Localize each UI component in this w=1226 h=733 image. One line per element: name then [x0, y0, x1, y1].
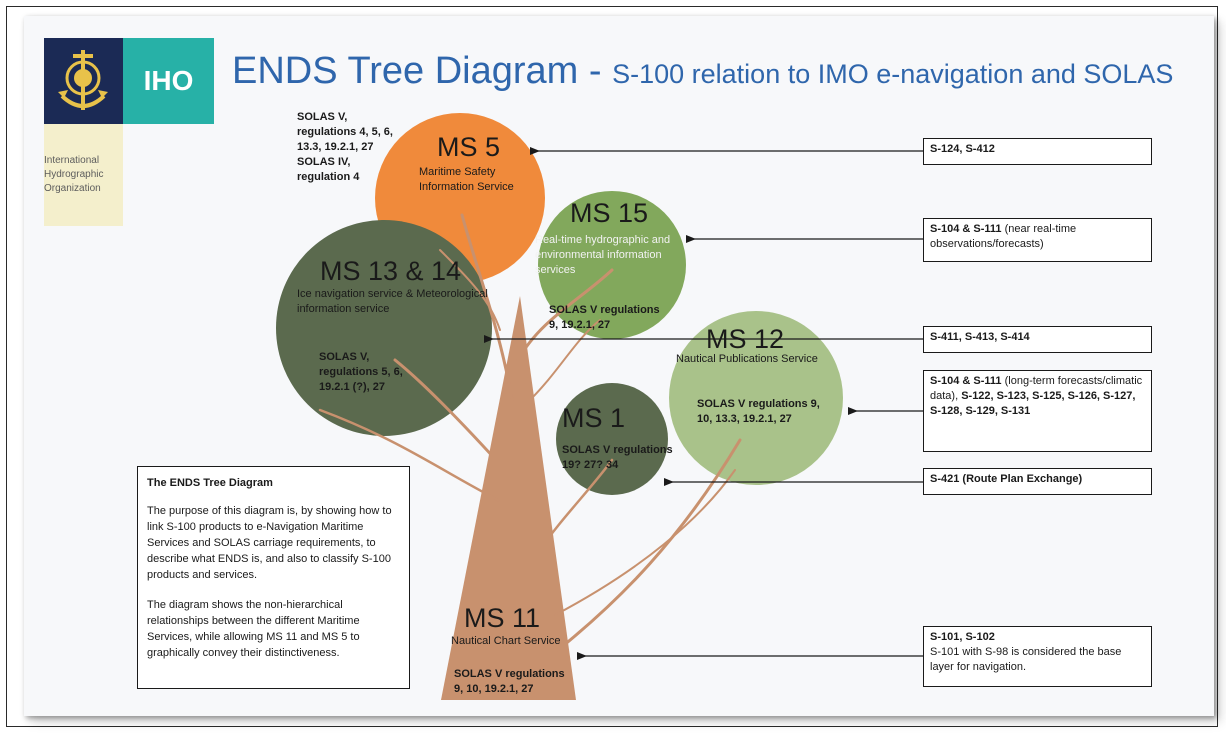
ms12-name: MS 12: [706, 324, 785, 354]
product-codes: S-411, S-413, S-414: [930, 331, 1030, 343]
product-codes-extra: S-122, S-123, S-125, S-126, S-127, S-128…: [930, 390, 1136, 417]
info-paragraph-1: The purpose of this diagram is, by showi…: [147, 505, 392, 581]
iho-logo-text: IHO: [123, 38, 214, 124]
info-heading: The ENDS Tree Diagram: [147, 477, 273, 489]
ms13-14-solas: SOLAS V, regulations 5, 6, 19.2.1 (?), 2…: [319, 351, 403, 393]
ms13-14-canopy: [276, 220, 492, 436]
ms12-desc: Nautical Publications Service: [676, 353, 818, 365]
ms12-solas: SOLAS V regulations 9, 10, 13.3, 19.2.1,…: [697, 398, 820, 425]
anchor-emblem-icon: [58, 50, 108, 110]
product-codes: S-124, S-412: [930, 143, 995, 155]
org-name: International Hydrographic Organization: [44, 155, 104, 194]
relation-arrows: [484, 147, 923, 660]
ms5-name: MS 5: [437, 132, 501, 162]
ms15-name: MS 15: [570, 198, 649, 228]
logo-background: [44, 124, 123, 226]
product-box-ms12: S-104 & S-111 (long-term forecasts/clima…: [923, 370, 1152, 452]
info-paragraph-2: The diagram shows the non-hierarchical r…: [147, 599, 360, 659]
product-box-ms13-14: S-411, S-413, S-414: [923, 326, 1152, 353]
ms11-trunk: [441, 296, 576, 700]
ms11-solas: SOLAS V regulations 9, 10, 19.2.1, 27: [454, 668, 565, 695]
ms5-solas: SOLAS V, regulations 4, 5, 6, 13.3, 19.2…: [297, 111, 393, 183]
product-note: (long-term forecasts/climatic data),: [930, 375, 1143, 402]
iho-emblem: [44, 38, 123, 124]
ms13-14-desc: Ice navigation service & Meteorological …: [297, 288, 488, 315]
product-codes: S-104 & S-111: [930, 223, 1002, 235]
ms12-canopy: [669, 311, 843, 485]
product-note: (near real-time observations/forecasts): [930, 223, 1077, 250]
ms13-14-name: MS 13 & 14: [320, 256, 462, 286]
product-box-ms11: S-101, S-102 S-101 with S-98 is consider…: [923, 626, 1152, 687]
ms15-desc: Real-time hydrographic and environmental…: [535, 234, 671, 276]
tree-branches: [318, 213, 742, 652]
ms15-solas: SOLAS V regulations 9, 19.2.1, 27: [549, 304, 660, 331]
info-box: The ENDS Tree Diagram The purpose of thi…: [137, 466, 410, 689]
ms1-solas: SOLAS V regulations 19? 27? 34: [562, 444, 673, 471]
product-codes: S-104 & S-111: [930, 375, 1002, 387]
ms1-canopy: [556, 383, 668, 495]
product-codes: S-101, S-102: [930, 631, 995, 643]
title-sub: S-100 relation to IMO e-navigation and S…: [612, 59, 1174, 89]
product-codes: S-421 (Route Plan Exchange): [930, 473, 1083, 485]
page-title: ENDS Tree Diagram - S-100 relation to IM…: [232, 48, 1173, 97]
product-box-ms15: S-104 & S-111 (near real-time observatio…: [923, 218, 1152, 262]
ms11-desc: Nautical Chart Service: [451, 635, 561, 647]
product-box-ms5: S-124, S-412: [923, 138, 1152, 165]
ms5-desc: Maritime Safety Information Service: [419, 166, 514, 193]
title-main: ENDS Tree Diagram -: [232, 50, 602, 92]
ms1-name: MS 1: [562, 403, 626, 433]
ms11-name: MS 11: [464, 603, 541, 633]
product-box-ms1: S-421 (Route Plan Exchange): [923, 468, 1152, 495]
product-note: S-101 with S-98 is considered the base l…: [930, 646, 1122, 673]
